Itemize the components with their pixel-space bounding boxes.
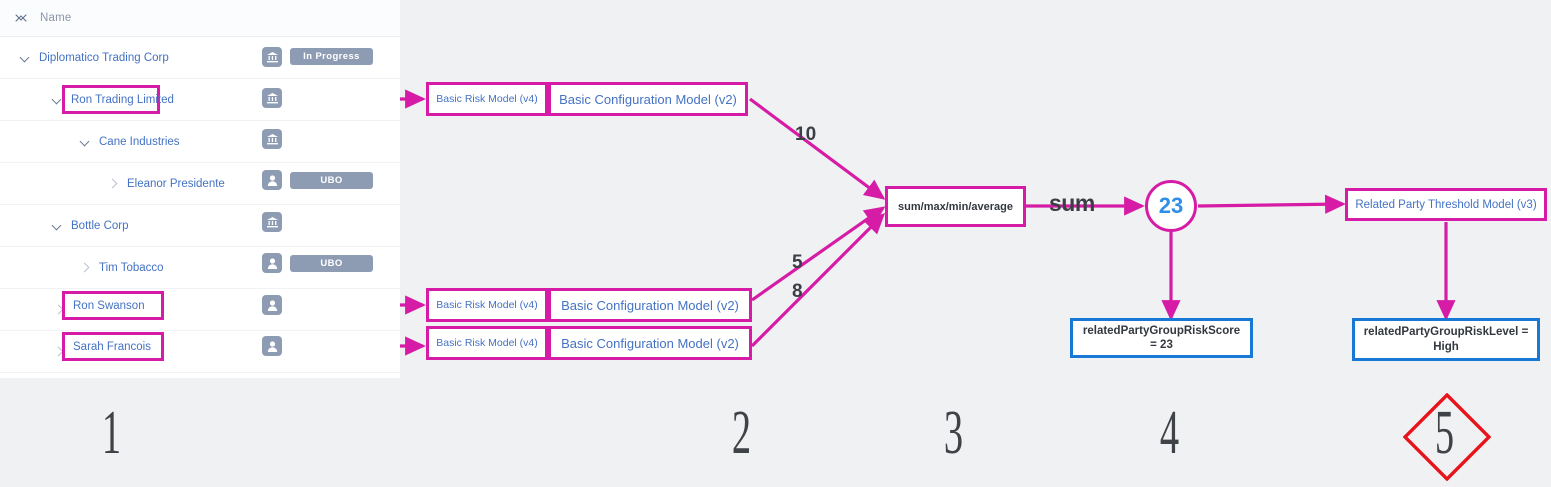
wire-value-to-threshold-model [1197,194,1346,214]
table-row[interactable]: Cane Industries [0,121,400,163]
status-badge: UBO [290,172,373,189]
person-icon [262,253,282,273]
status-badge: UBO [290,255,373,272]
chevron-down-icon[interactable] [18,51,32,65]
bank-icon [262,212,282,232]
edge-weight-1: 10 [795,124,817,145]
bank-icon [262,47,282,67]
output-box-risk-level: relatedPartyGroupRiskLevel = High [1352,318,1540,361]
edge-weight-2: 5 [792,252,803,273]
risk-model-box-3[interactable]: Basic Risk Model (v4) [426,326,548,360]
tree-node-label: Bottle Corp [71,219,129,232]
sort-icon[interactable] [14,10,30,26]
step-5-diamond-highlight [1403,393,1491,481]
chevron-right-icon[interactable] [106,177,120,191]
chevron-right-icon[interactable] [78,261,92,275]
person-icon [262,295,282,315]
config-model-box-1[interactable]: Basic Configuration Model (v2) [548,82,748,116]
tree-node-label: Ron Trading Limited [71,93,174,106]
bank-icon [262,129,282,149]
tree-node-label: Ron Swanson [73,299,145,312]
table-row[interactable]: Sarah Francois [0,331,400,373]
table-row[interactable]: Tim Tobacco [0,247,400,289]
person-icon [262,170,282,190]
wire-row3-to-aggregator [750,212,886,348]
tree-node-label: Sarah Francois [73,340,151,353]
person-icon [262,336,282,356]
bank-icon [262,88,282,108]
chevron-down-icon[interactable] [78,135,92,149]
chevron-down-icon[interactable] [50,219,64,233]
risk-model-box-2[interactable]: Basic Risk Model (v4) [426,288,548,322]
tree-node-label: Diplomatico Trading Corp [39,51,169,64]
tree-header: Name [0,0,400,37]
aggregator-node[interactable]: sum/max/min/average [885,186,1026,227]
output-box-risk-score: relatedPartyGroupRiskScore = 23 [1070,318,1253,358]
highlight-box-sarah-francois[interactable]: Sarah Francois [62,332,164,361]
step-number-5: 5 [1434,399,1455,467]
column-header-name: Name [40,12,72,24]
table-row[interactable]: Ron Swanson [0,289,400,331]
threshold-model-box[interactable]: Related Party Threshold Model (v3) [1345,188,1547,221]
step-number-1: 1 [101,399,122,467]
table-row[interactable]: Diplomatico Trading Corp [0,37,400,79]
highlight-box-ron-swanson[interactable]: Ron Swanson [62,291,164,320]
tree-node-label: Tim Tobacco [99,261,164,274]
step-number-3: 3 [943,399,964,467]
config-model-box-3[interactable]: Basic Configuration Model (v2) [548,326,752,360]
aggregate-value-node: 23 [1145,180,1197,232]
config-model-box-2[interactable]: Basic Configuration Model (v2) [548,288,752,322]
table-row[interactable]: Ron Trading Limited [0,79,400,121]
tree-node-label: Eleanor Presidente [127,177,225,190]
step-number-4: 4 [1159,399,1180,467]
table-row[interactable]: Bottle Corp [0,205,400,247]
wire-row2-to-aggregator [751,206,886,302]
wire-row1-to-aggregator [749,97,886,200]
risk-model-box-1[interactable]: Basic Risk Model (v4) [426,82,548,116]
edge-weight-3: 8 [792,281,803,302]
table-row[interactable]: Eleanor Presidente [0,163,400,205]
status-badge: In Progress [290,48,373,65]
tree-node-label: Cane Industries [99,135,180,148]
step-number-2: 2 [731,399,752,467]
operation-label: sum [1049,190,1095,216]
highlight-box-ron-trading-limited[interactable]: Ron Trading Limited [62,85,174,114]
entity-tree-panel: Name Diplomatico Trading Corp Ron Tradin… [0,0,400,378]
